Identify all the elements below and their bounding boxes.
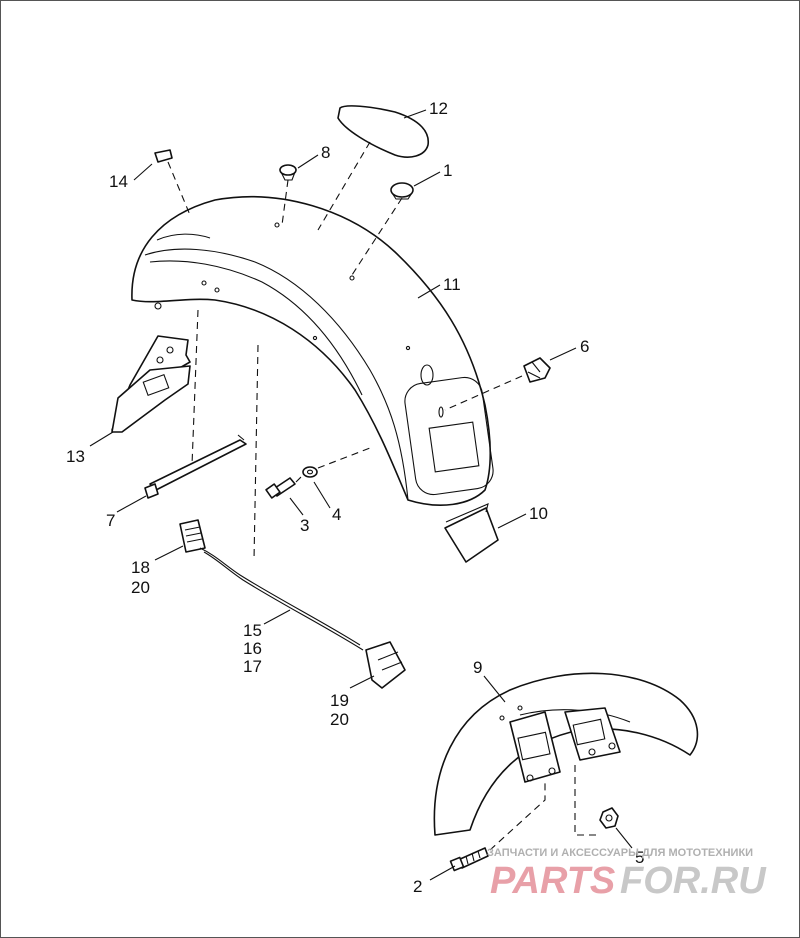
cover-plate [444,507,499,563]
plug-8 [279,164,297,181]
callout-17: 17 [243,657,262,676]
clip-nut [523,357,551,383]
callout-9: 9 [473,658,482,677]
callout-15: 15 [243,621,262,640]
callout-13: 13 [66,447,85,466]
watermark-tagline: ЗАПЧАСТИ И АКСЕССУАРЫ ДЛЯ МОТОТЕХНИКИ [487,847,753,859]
callout-14: 14 [109,172,128,191]
callout-4: 4 [332,505,341,524]
rear-fender [131,195,494,506]
callout-numbers: 12 8 1 14 11 6 13 7 3 4 10 18 20 15 16 1… [66,99,644,896]
wiring-harness [179,519,406,689]
seat-pad [337,105,429,158]
callout-18: 18 [131,558,150,577]
assembly-lines [167,141,600,851]
callout-6: 6 [580,337,589,356]
bolt [449,847,489,872]
callout-2: 2 [413,877,422,896]
callout-11: 11 [443,275,461,294]
callout-3: 3 [300,516,309,535]
plug-1 [390,182,414,200]
callout-8: 8 [321,143,330,162]
callout-20-lower: 20 [330,710,349,729]
front-fender [433,672,699,836]
screw [265,477,296,499]
callout-1: 1 [443,161,452,180]
callout-19: 19 [330,691,349,710]
leader-lines [89,109,633,881]
callout-7: 7 [106,511,115,530]
callout-16: 16 [243,639,262,658]
washer [302,466,318,478]
watermark-brand-left: PARTS [490,860,615,902]
watermark: ЗАПЧАСТИ И АКСЕССУАРЫ ДЛЯ МОТОТЕХНИКИ PA… [487,847,767,902]
callout-10: 10 [529,504,548,523]
callout-5: 5 [635,848,644,867]
callout-20-upper: 20 [131,578,150,597]
nut [599,807,619,829]
support-strip [144,434,247,499]
license-bracket [111,335,191,433]
plug-14 [154,149,173,163]
watermark-brand-right: FOR.RU [620,860,767,902]
callout-12: 12 [429,99,448,118]
